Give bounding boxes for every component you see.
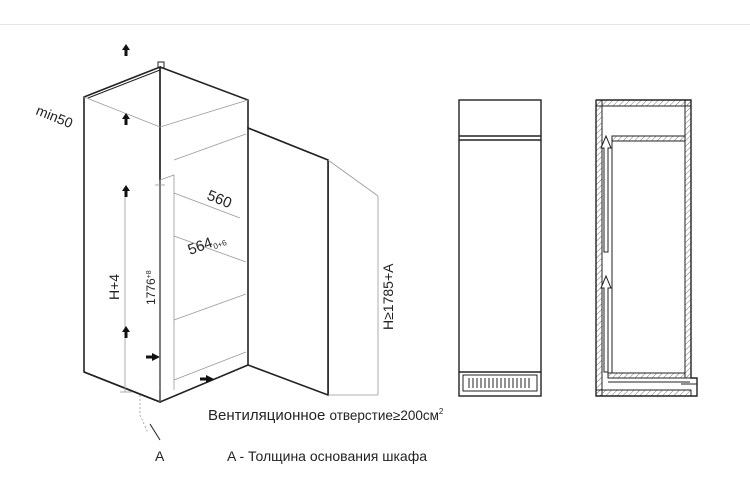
cabinet-outline — [83, 65, 329, 404]
height-1776-label: 1776+8 — [144, 270, 158, 305]
ventilation-caption: Вентиляционное отверстие≥200см2 — [208, 407, 444, 424]
up-arrow-icon — [122, 185, 130, 197]
top-divider — [0, 24, 750, 25]
a-label: A — [155, 448, 165, 464]
a-indicator — [149, 423, 161, 441]
up-arrow-icon — [122, 113, 130, 125]
a-note: A - Толщина основания шкафа — [227, 448, 428, 464]
side-arrow-icon — [146, 353, 160, 361]
width-564-label: 5640+6 — [186, 229, 229, 259]
front-view — [458, 99, 542, 397]
min-gap-label: min50 — [34, 102, 76, 131]
ventilation-text: Вентиляционное — [208, 407, 326, 424]
airflow-arrows — [122, 44, 214, 383]
inner-guides — [83, 96, 379, 434]
section-airflow — [600, 134, 690, 383]
side-section-view — [595, 99, 698, 397]
up-arrow-icon — [600, 274, 612, 373]
mounting-tab — [157, 61, 165, 69]
height-h4-label: H+4 — [106, 274, 122, 300]
ventilation-sup: 2 — [438, 407, 444, 416]
up-arrow-icon — [122, 326, 130, 338]
up-arrow-icon — [122, 44, 130, 56]
side-arrow-icon — [200, 375, 214, 383]
front-vent-grille — [462, 374, 538, 392]
width-560-label: 560 — [205, 187, 235, 212]
height-total-label: H≥1785+A — [380, 263, 396, 330]
ventilation-area-text: отверстие≥200см — [329, 408, 439, 423]
up-arrow-icon — [600, 134, 612, 253]
